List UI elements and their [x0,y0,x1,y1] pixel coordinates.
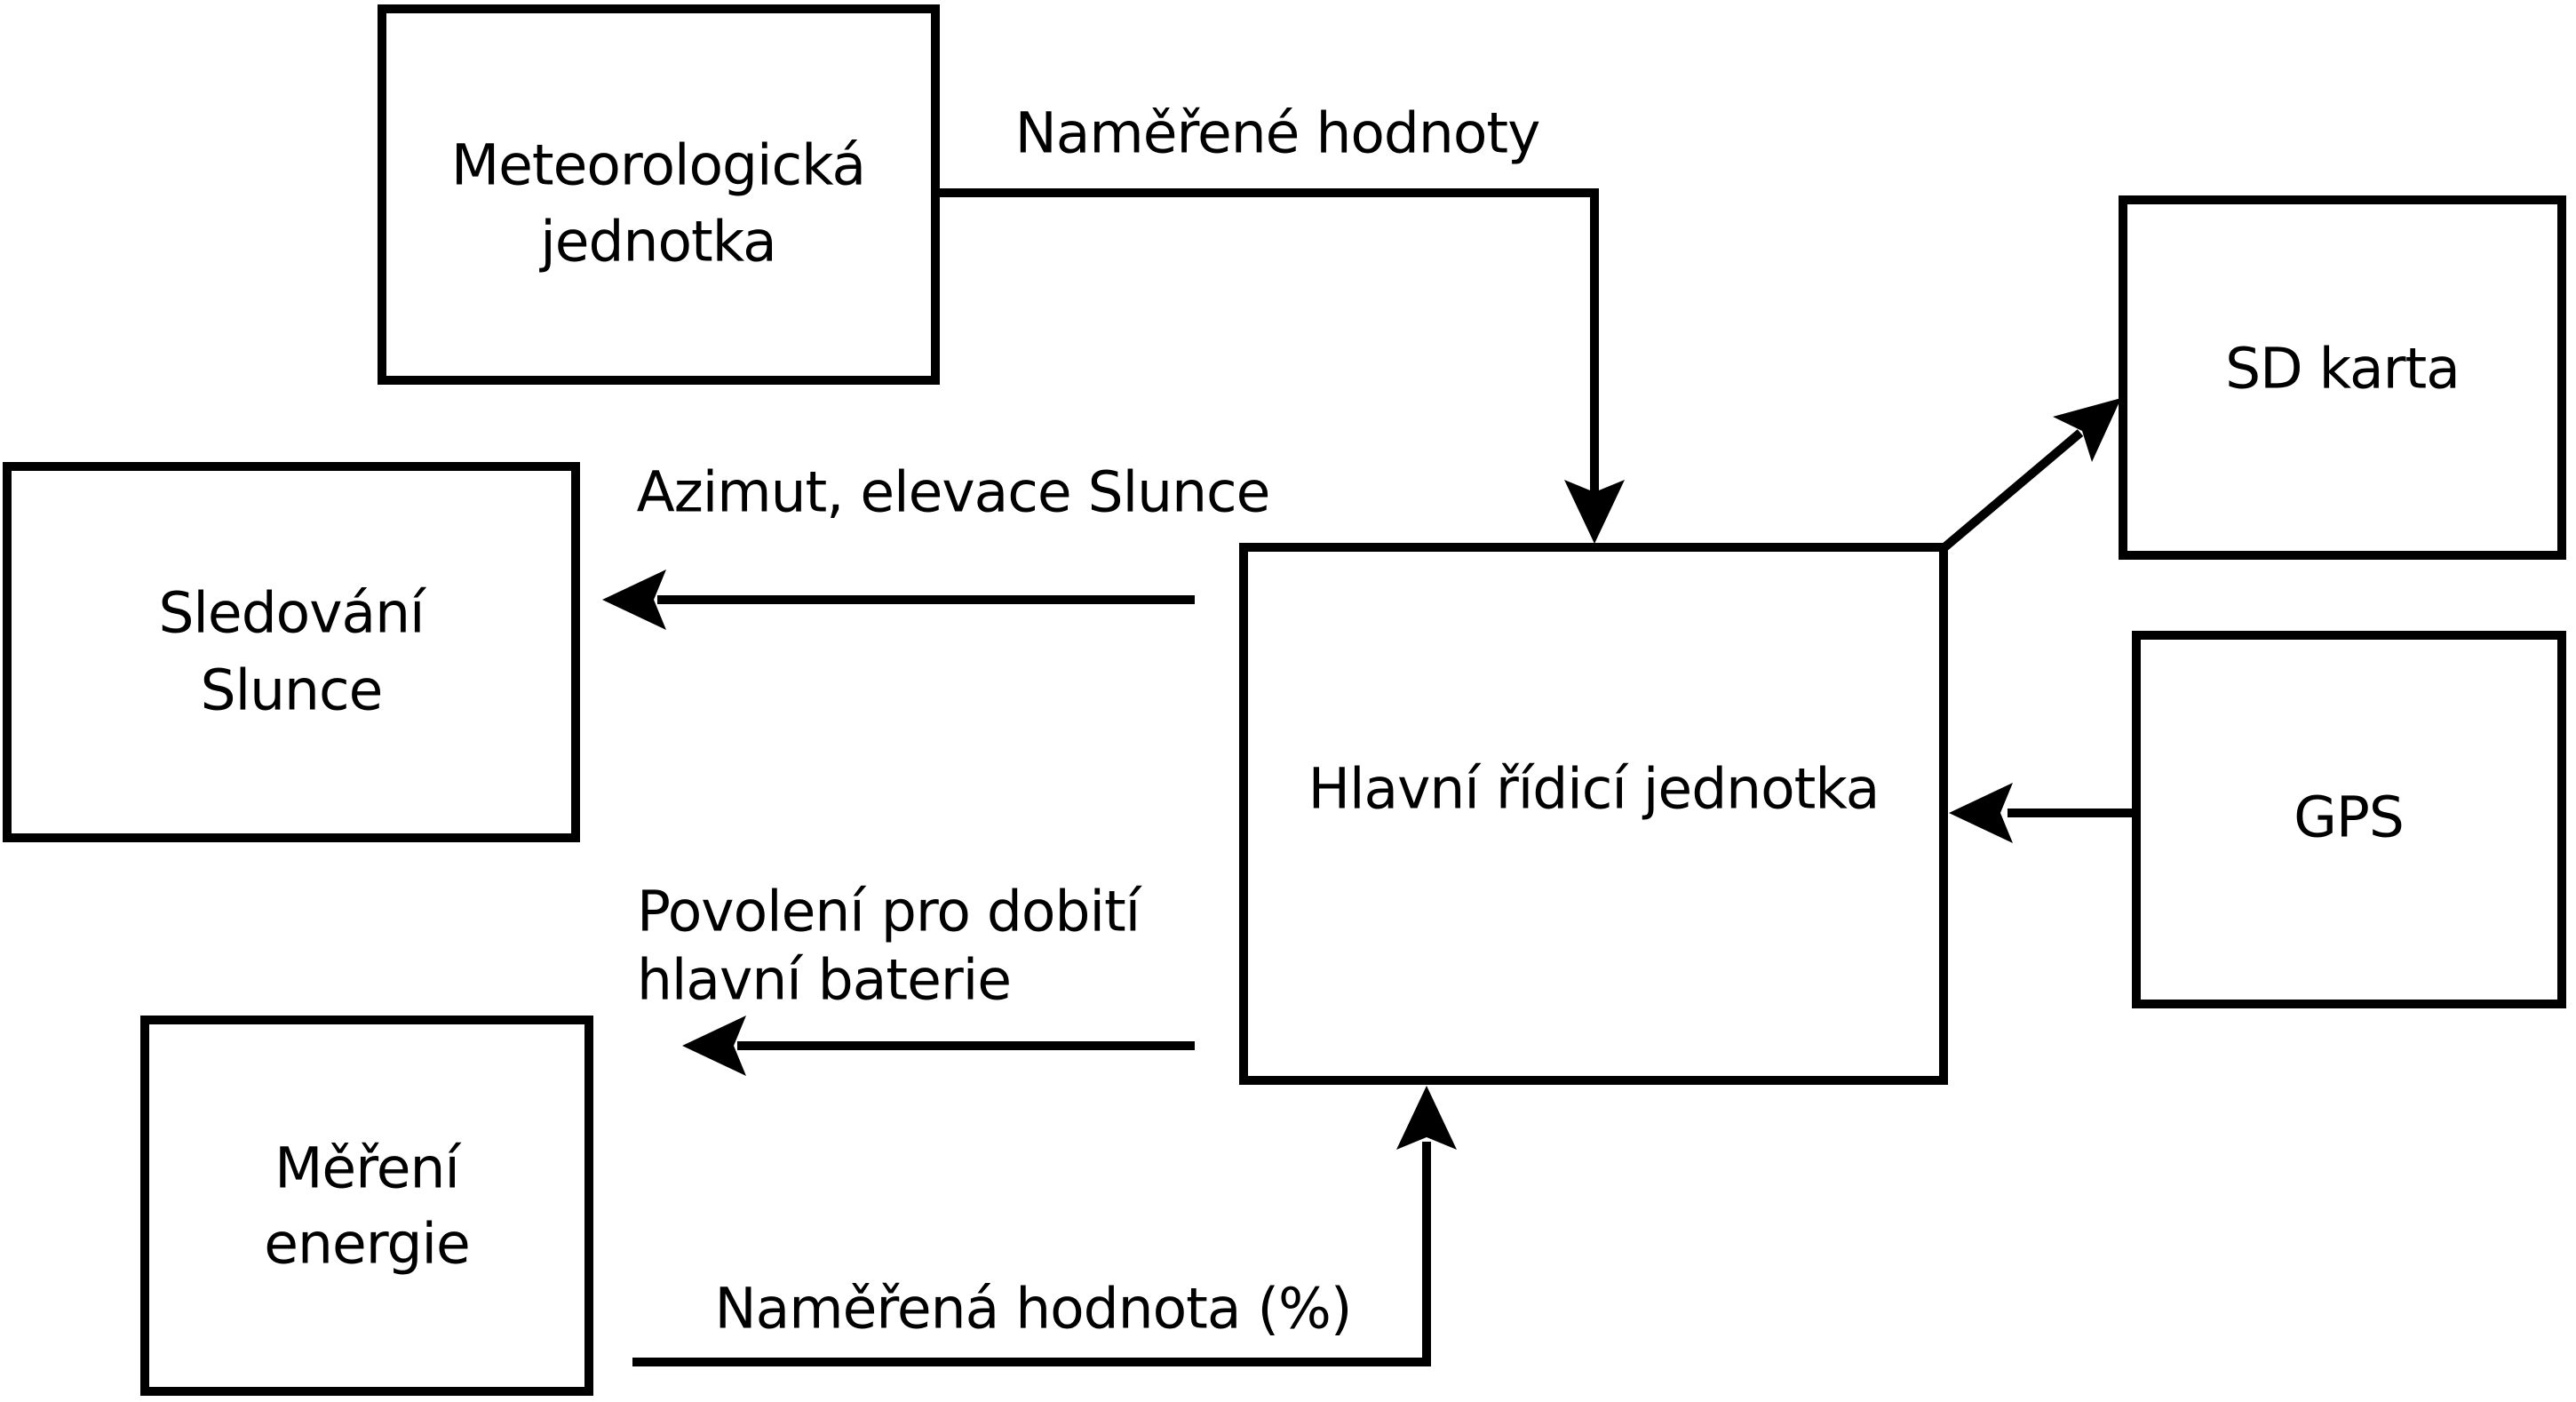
edge-measured-percentage-arrowhead-icon [1396,1086,1457,1150]
sd-card-box [2119,195,2566,560]
edge-label-azimuth-elevation: Azimut, elevace Slunce [637,460,1270,525]
gps-label: GPS [2294,785,2404,850]
sun-tracking-box [3,462,580,842]
edge-label-charge-permission-line1: Povolení pro dobití [637,880,1143,944]
edge-label-measured-percentage: Naměřená hodnota (%) [715,1277,1352,1342]
edge-label-measured-values: Naměřené hodnoty [1015,101,1540,166]
meteo-unit-label-line1: Meteorologická [451,133,865,198]
edge-main-to-sd-line [1940,429,2084,552]
edge-main-to-sd-arrowhead-icon [2053,398,2121,462]
sd-card-label: SD karta [2225,337,2460,402]
meteo-unit-label-line2: jednotka [538,210,775,275]
edge-label-charge-permission-line2: hlavní baterie [637,948,1011,1013]
sun-tracking-label-line1: Sledování [158,581,427,646]
gps-box [2132,631,2566,1008]
meteo-unit-box [378,4,940,385]
edge-measured-percentage-line [632,1142,1431,1366]
edge-measured-values-line [935,188,1599,498]
edge-azimuth-elevation-arrowhead-icon [602,570,666,630]
edge-measured-values-arrowhead-icon [1564,480,1625,544]
edge-charge-permission-arrowhead-icon [682,1016,746,1076]
main-control-unit-label: Hlavní řídicí jednotka [1308,757,1880,822]
energy-measurement-label-line1: Měření [274,1136,462,1201]
energy-measurement-box [140,1016,593,1396]
energy-measurement-label-line2: energie [264,1212,470,1277]
main-control-unit-box [1239,543,1948,1085]
edge-gps-to-main-arrowhead-icon [1949,783,2013,843]
sun-tracking-label-line2: Slunce [201,658,383,723]
